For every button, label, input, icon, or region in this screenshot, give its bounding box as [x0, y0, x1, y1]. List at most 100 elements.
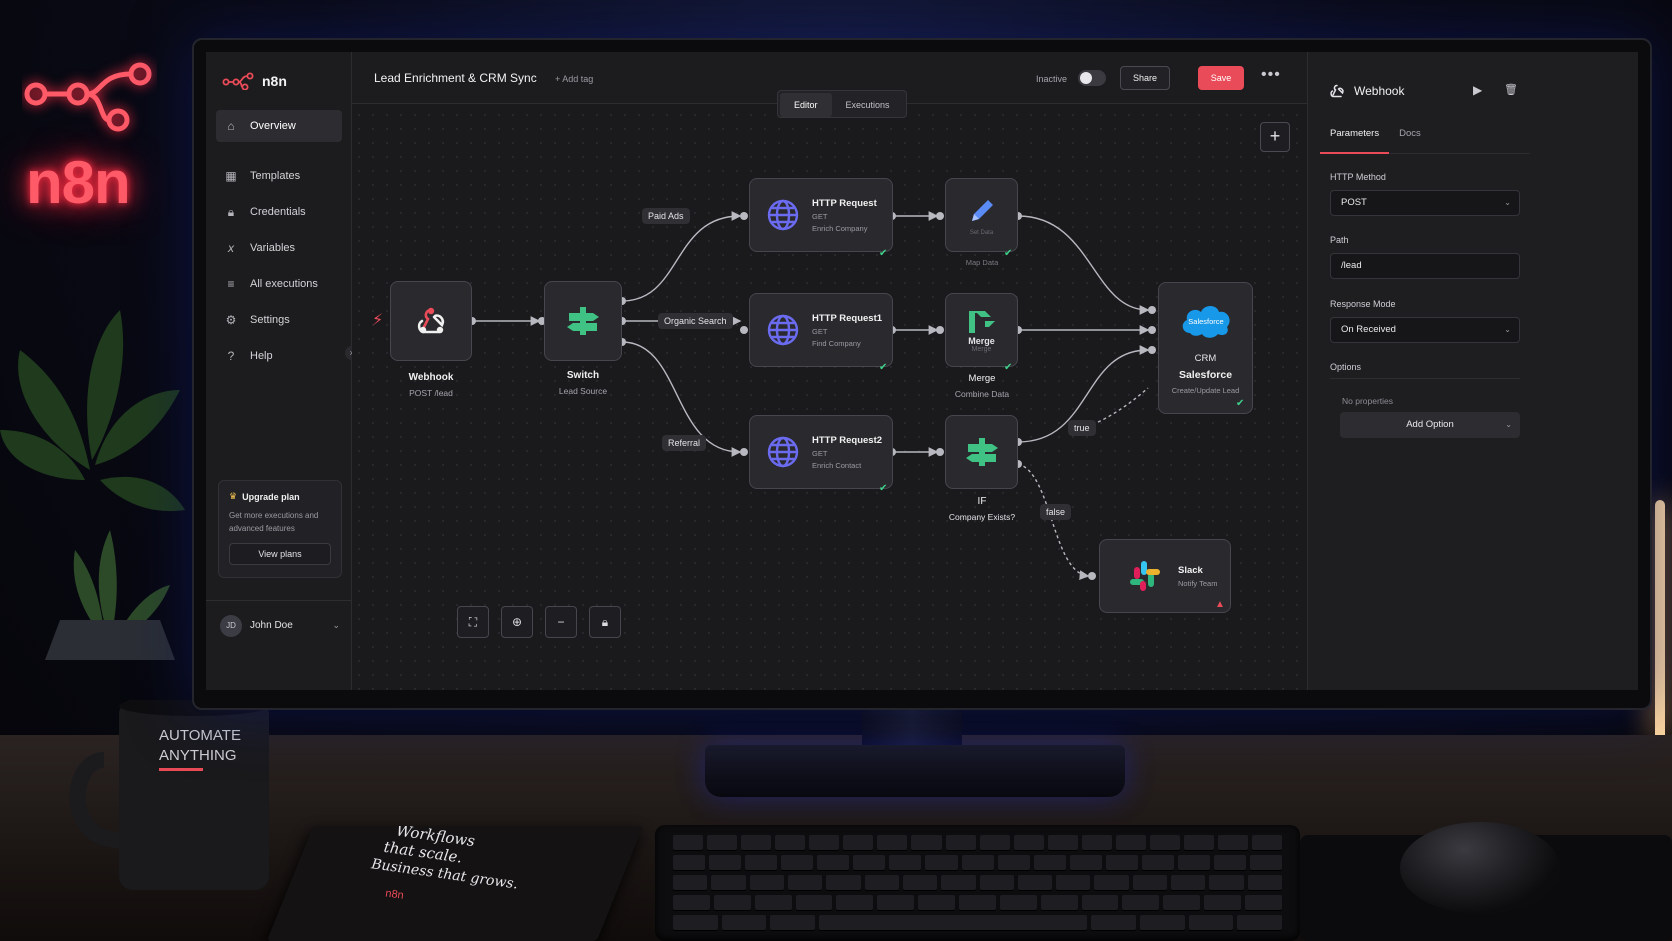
keyboard: [655, 825, 1300, 941]
tab-parameters[interactable]: Parameters: [1320, 114, 1390, 154]
node-merge-label: Merge Combine Data: [954, 373, 1010, 399]
sidebar-item-settings[interactable]: ⚙ Settings: [216, 304, 342, 336]
node-method: GET: [812, 326, 828, 336]
plant-decoration-icon: [0, 310, 185, 660]
node-slack[interactable]: Slack Notify Team: [1099, 539, 1231, 613]
list-icon: ≡: [227, 277, 235, 291]
zoom-in-button[interactable]: ⊕: [501, 606, 533, 638]
tab-executions[interactable]: Executions: [845, 100, 890, 110]
crown-icon: ♛: [229, 491, 238, 501]
node-webhook-label: Webhook POST /lead: [408, 372, 454, 398]
trash-icon[interactable]: 🗑︎: [1504, 84, 1518, 96]
add-node-button[interactable]: +: [1260, 122, 1290, 152]
editor-tabs: Editor Executions: [777, 90, 907, 118]
add-option-button[interactable]: Add Option ⌄: [1340, 412, 1520, 438]
notebook-brand: n8n: [385, 887, 405, 901]
sidebar-item-all-executions[interactable]: ≡ All executions: [216, 268, 342, 300]
node-crm-title-line2: Salesforce: [1178, 369, 1233, 381]
options-label: Options: [1330, 362, 1362, 372]
webhook-icon: [417, 307, 445, 334]
brand[interactable]: n8n: [222, 72, 287, 90]
workflow-canvas[interactable]: Lead Enrichment & CRM Sync + Add tag Ina…: [352, 52, 1307, 690]
sidebar-item-label: Templates: [250, 170, 301, 182]
sidebar-item-label: Help: [250, 350, 273, 362]
share-button[interactable]: Share: [1120, 66, 1170, 90]
success-check-icon: ✔: [1236, 398, 1245, 409]
globe-icon: [767, 199, 799, 231]
node-crm-salesforce[interactable]: Salesforce CRM Salesforce Create/Update …: [1158, 282, 1253, 414]
neon-n8n-logo-icon: [24, 62, 152, 132]
globe-icon: [767, 314, 799, 346]
node-switch[interactable]: [544, 281, 622, 361]
workflow-title[interactable]: Lead Enrichment & CRM Sync: [374, 71, 537, 85]
trigger-bolt-icon: ⚡︎: [372, 312, 384, 329]
node-parameters-panel: Webhook ▶ 🗑︎ Parameters Docs HTTP Method…: [1307, 52, 1638, 690]
node-title: HTTP Request2: [812, 434, 883, 446]
zoom-out-button[interactable]: −: [545, 606, 577, 638]
response-mode-label: Response Mode: [1330, 299, 1396, 309]
more-options-icon[interactable]: •••: [1261, 66, 1281, 83]
success-check-icon: ✔: [1004, 248, 1013, 259]
sidebar-item-overview[interactable]: ⌂ Overview: [216, 110, 342, 142]
sidebar-item-templates[interactable]: ▦ Templates: [216, 160, 342, 192]
node-subtitle: Enrich Contact: [812, 460, 862, 470]
node-set-data[interactable]: Set Data: [945, 178, 1018, 252]
monitor-stand-base: [705, 745, 1125, 797]
brand-name: n8n: [262, 73, 287, 89]
sidebar-item-variables[interactable]: x Variables: [216, 232, 342, 264]
success-check-icon: ✔: [879, 248, 888, 259]
lock-icon: 🔒︎: [227, 204, 235, 219]
node-inner-subtext: Merge: [971, 346, 992, 353]
view-plans-button[interactable]: View plans: [229, 543, 331, 565]
active-toggle[interactable]: [1078, 70, 1106, 86]
add-tag-button[interactable]: + Add tag: [555, 74, 594, 84]
upgrade-title: Upgrade plan: [242, 491, 300, 502]
response-mode-select[interactable]: On Received ⌄: [1330, 317, 1520, 343]
node-subtitle: Find Company: [812, 338, 861, 348]
success-check-icon: ✔: [879, 362, 888, 373]
save-button[interactable]: Save: [1198, 66, 1244, 90]
sidebar-item-label: Credentials: [250, 206, 306, 218]
home-icon: ⌂: [227, 119, 235, 133]
sidebar-item-label: Variables: [250, 242, 296, 254]
path-input[interactable]: /lead: [1330, 253, 1520, 279]
play-icon[interactable]: ▶: [1473, 83, 1483, 97]
panel-title: Webhook: [1354, 84, 1405, 98]
sidebar-item-label: Settings: [250, 314, 290, 326]
panel-tabs: Parameters Docs: [1320, 114, 1530, 154]
node-http-request[interactable]: HTTP Request GET Enrich Company: [749, 178, 893, 252]
tab-editor[interactable]: Editor: [780, 93, 832, 117]
node-webhook[interactable]: [390, 281, 472, 361]
node-title: HTTP Request: [812, 197, 877, 209]
node-http-request2[interactable]: HTTP Request2 GET Enrich Contact: [749, 415, 893, 489]
notebook-cover: Workflows that scale. Business that grow…: [369, 826, 519, 902]
options-divider: [1330, 378, 1520, 379]
computer-mouse: [1400, 822, 1560, 914]
node-if[interactable]: [945, 415, 1018, 489]
user-menu[interactable]: JD John Doe ⌄: [206, 600, 352, 650]
node-http-request1[interactable]: HTTP Request1 GET Find Company: [749, 293, 893, 367]
http-method-select[interactable]: POST ⌄: [1330, 190, 1520, 216]
no-properties-text: No properties: [1342, 396, 1394, 406]
templates-icon: ▦: [225, 169, 237, 183]
sidebar-item-credentials[interactable]: 🔒︎ Credentials: [216, 196, 342, 228]
salesforce-cloud-icon: Salesforce: [1182, 306, 1230, 338]
n8n-app-window: n8n ⌂ Overview ▦ Templates 🔒︎ Credential…: [206, 52, 1638, 690]
variable-icon: x: [228, 241, 234, 255]
active-status-label: Inactive: [1036, 74, 1068, 84]
lamp-glow: [1655, 500, 1665, 740]
node-inner-text: Merge: [968, 336, 995, 346]
fit-view-button[interactable]: ⛶: [457, 606, 489, 638]
lock-canvas-button[interactable]: 🔒︎: [589, 606, 621, 638]
pencil-icon: [971, 200, 993, 221]
edge-label-false: false: [1040, 504, 1072, 520]
sidebar-item-help[interactable]: ? Help: [216, 340, 342, 372]
success-check-icon: ✔: [879, 483, 888, 494]
user-name: John Doe: [250, 620, 293, 631]
sidebar: n8n ⌂ Overview ▦ Templates 🔒︎ Credential…: [206, 52, 359, 690]
tab-docs[interactable]: Docs: [1399, 128, 1421, 139]
avatar: JD: [220, 614, 242, 637]
node-merge[interactable]: Merge Merge: [945, 293, 1018, 367]
path-label: Path: [1330, 235, 1349, 245]
